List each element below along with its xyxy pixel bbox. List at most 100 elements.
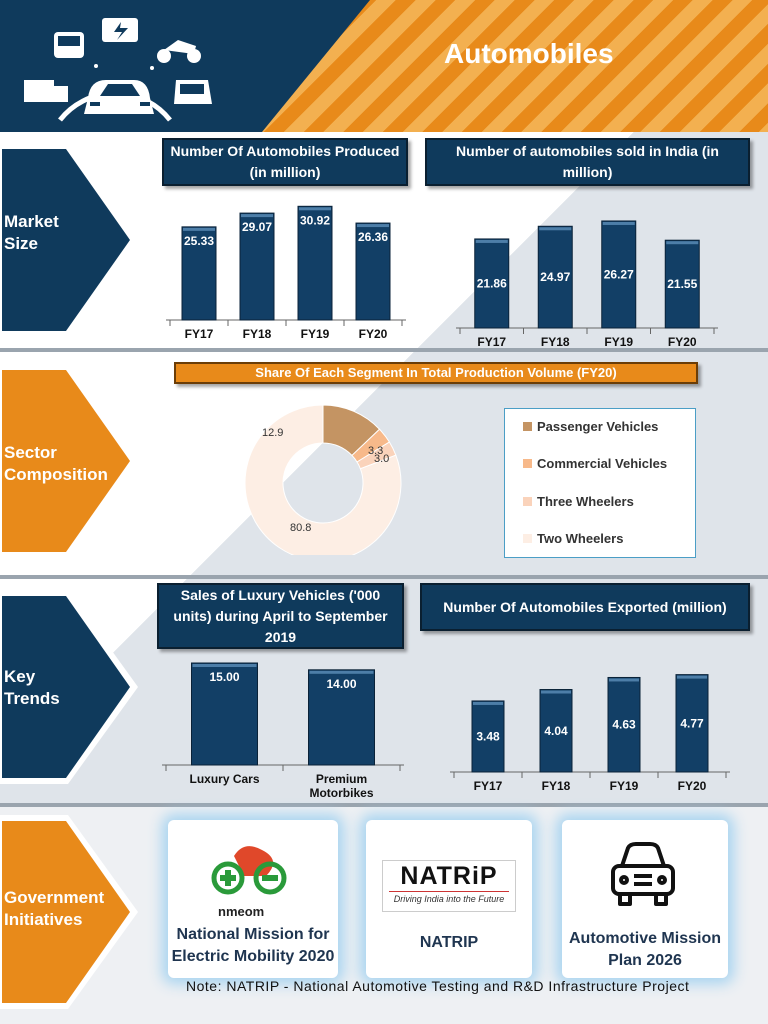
x-tick-label: FY17	[185, 327, 214, 341]
bar	[297, 205, 333, 321]
chart-title-produced: Number Of Automobiles Produced (in milli…	[162, 138, 408, 186]
sector-composition-hexagon: Sector Composition	[0, 364, 146, 558]
nmeom-logo-text: nmeom	[218, 904, 265, 919]
bar-highlight	[677, 675, 707, 679]
donut-slice	[244, 405, 402, 555]
motorbike-icon	[157, 49, 171, 63]
legend-label: Commercial Vehicles	[537, 456, 668, 471]
x-tick-label: FY19	[610, 779, 639, 793]
initiative-card-natrip: NATRiP Driving India into the Future NAT…	[366, 820, 532, 978]
bar-highlight	[183, 227, 215, 231]
slice-label: 3.3	[368, 445, 383, 457]
section-divider	[0, 803, 768, 807]
chart-title-segment-share: Share Of Each Segment In Total Productio…	[174, 362, 698, 384]
section-label-government-initiatives: Government Initiatives	[4, 888, 105, 929]
chart-title-luxury-sales: Sales of Luxury Vehicles ('000 units) du…	[157, 583, 404, 649]
data-label: 21.55	[667, 277, 697, 291]
x-tick-label: FY17	[474, 779, 503, 793]
bar-highlight	[473, 701, 503, 705]
data-label: 4.04	[544, 724, 568, 738]
legend-label: Three Wheelers	[537, 494, 634, 509]
slice-label: 80.8	[290, 522, 311, 534]
bar-highlight	[609, 678, 639, 682]
bar-highlight	[539, 227, 572, 231]
legend-label: Two Wheelers	[537, 531, 624, 546]
data-label: 25.33	[184, 234, 214, 248]
x-tick-label: FY17	[477, 335, 506, 346]
section-divider	[0, 348, 768, 352]
x-tick-label: FY18	[542, 779, 571, 793]
footnote: Note: NATRIP - National Automotive Testi…	[186, 978, 690, 994]
section-divider	[0, 575, 768, 579]
section-label-key-trends: Key Trends	[4, 667, 60, 708]
bar	[181, 226, 217, 321]
x-tick-label: FY20	[668, 335, 697, 346]
vehicles-hero-icon	[24, 18, 212, 122]
x-tick-label: FY19	[604, 335, 633, 346]
bar	[471, 700, 505, 773]
bar-highlight	[299, 207, 331, 211]
bar-highlight	[241, 214, 273, 218]
x-tick-label: FY18	[243, 327, 272, 341]
government-initiatives-hexagon: Government Initiatives	[0, 815, 146, 1009]
bar-highlight	[541, 690, 571, 694]
x-tick-label: Luxury Cars	[189, 772, 259, 786]
legend-swatch	[523, 422, 532, 431]
section-label-sector-composition: Sector Composition	[4, 443, 108, 484]
legend-swatch	[523, 534, 532, 543]
header-banner: Automobiles	[0, 0, 768, 132]
bar	[539, 689, 573, 773]
slice-label: 3.0	[374, 453, 389, 465]
initiative-card-nmeom: nmeom National Mission for Electric Mobi…	[168, 820, 338, 978]
data-label: 4.63	[612, 718, 636, 732]
bar-highlight	[309, 670, 374, 674]
bar	[537, 225, 573, 329]
initiative-caption: National Mission for Electric Mobility 2…	[171, 926, 335, 965]
x-tick-label: Premium	[316, 772, 367, 786]
bar	[601, 220, 637, 329]
bar-highlight	[357, 224, 389, 228]
natrip-logo-text: NATRiP	[400, 862, 498, 890]
data-label: 15.00	[209, 670, 239, 684]
slice-label: 12.9	[262, 427, 283, 439]
market-size-hexagon: Market Size	[0, 143, 146, 337]
data-label: 24.97	[540, 270, 570, 284]
legend-swatch	[523, 459, 532, 468]
segment-legend: Passenger Vehicles Commercial Vehicles T…	[504, 408, 696, 558]
page-title: Automobiles	[444, 38, 614, 69]
legend-item: Passenger Vehicles	[523, 419, 658, 434]
data-label: 21.86	[477, 276, 507, 290]
bar	[355, 222, 391, 321]
chart-title-sold: Number of automobiles sold in India (in …	[425, 138, 750, 186]
data-label: 3.48	[476, 729, 500, 743]
section-label-market-size: Market Size	[4, 212, 59, 253]
data-label: 26.27	[604, 267, 634, 281]
data-label: 29.07	[242, 220, 272, 234]
x-tick-label: FY20	[359, 327, 388, 341]
data-label: 30.92	[300, 213, 330, 227]
car-icon	[611, 842, 675, 906]
x-tick-label: FY19	[301, 327, 330, 341]
bar-highlight	[602, 221, 635, 225]
data-label: 14.00	[326, 677, 356, 691]
chart-segment-donut: 12.9 3.33.0 80.8	[244, 405, 402, 555]
bar	[675, 674, 709, 773]
natrip-tagline: Driving India into the Future	[389, 891, 509, 906]
initiative-caption: Automotive Mission Plan 2026	[568, 930, 721, 969]
bar	[308, 669, 375, 766]
legend-item: Two Wheelers	[523, 531, 623, 546]
chart-title-exported: Number Of Automobiles Exported (million)	[420, 583, 750, 631]
data-label: 26.36	[358, 230, 388, 244]
x-tick-label: FY18	[541, 335, 570, 346]
natrip-logo: NATRiP Driving India into the Future	[382, 860, 516, 912]
initiative-caption: NATRIP	[419, 934, 479, 951]
bar-highlight	[192, 664, 257, 667]
x-tick-label: FY20	[678, 779, 707, 793]
bar-highlight	[666, 241, 699, 245]
bar	[664, 239, 700, 329]
legend-item: Commercial Vehicles	[523, 456, 667, 471]
legend-item: Three Wheelers	[523, 494, 634, 509]
bar-highlight	[475, 239, 508, 243]
